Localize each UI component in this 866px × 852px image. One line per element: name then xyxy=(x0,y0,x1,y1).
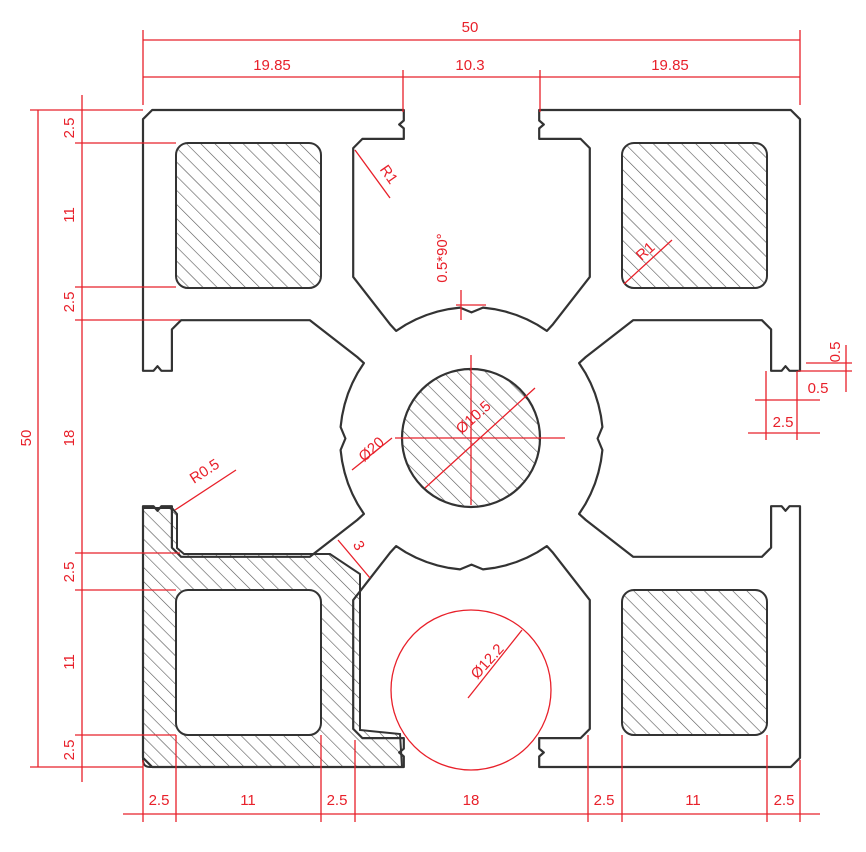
dim-left-2: 11 xyxy=(61,207,78,223)
dim-bottom-7: 2.5 xyxy=(774,792,795,809)
dim-left-overall: 50 xyxy=(18,430,35,447)
dim-bottom-4: 18 xyxy=(463,792,480,809)
dim-left-3: 2.5 xyxy=(61,292,78,313)
dim-right-lip-width: 0.5 xyxy=(808,380,829,397)
dim-top-right: 19.85 xyxy=(651,57,689,74)
dim-bottom-2: 11 xyxy=(240,792,256,809)
dim-top-left: 19.85 xyxy=(253,57,291,74)
profile-outline xyxy=(141,108,802,769)
dim-top-overall: 50 xyxy=(462,19,479,36)
right-dimensions: 0.5 0.5 2.5 xyxy=(748,342,852,440)
left-dimensions: 50 2.5 11 2.5 18 2.5 11 2.5 xyxy=(18,95,180,782)
label-slot-circle-diameter: Ø12.2 xyxy=(468,641,508,683)
dim-bottom-3: 2.5 xyxy=(327,792,348,809)
dim-bottom-6: 11 xyxy=(685,792,701,809)
cavity-top-left xyxy=(175,142,322,289)
dim-left-7: 2.5 xyxy=(61,740,78,761)
dim-right-slot-depth: 0.5 xyxy=(827,342,844,363)
cavity-bottom-right xyxy=(621,589,768,736)
top-dimensions: 50 19.85 10.3 19.85 xyxy=(142,19,801,112)
label-notch: 0.5*90° xyxy=(434,233,451,282)
label-web-thickness: 3 xyxy=(349,538,368,554)
dim-left-5: 2.5 xyxy=(61,562,78,583)
dim-bottom-1: 2.5 xyxy=(149,792,170,809)
slot-circle xyxy=(390,609,552,771)
dim-bottom-5: 2.5 xyxy=(594,792,615,809)
dim-right-wall: 2.5 xyxy=(773,414,794,431)
dim-left-4: 18 xyxy=(61,430,78,447)
bottom-dimensions: 2.5 11 2.5 18 2.5 11 2.5 xyxy=(123,735,820,822)
dim-left-1: 2.5 xyxy=(61,118,78,139)
dim-left-6: 11 xyxy=(61,654,78,670)
label-core-diameter: Ø20 xyxy=(355,434,387,466)
dim-top-middle: 10.3 xyxy=(455,57,484,74)
cavity-bottom-left xyxy=(175,589,322,736)
